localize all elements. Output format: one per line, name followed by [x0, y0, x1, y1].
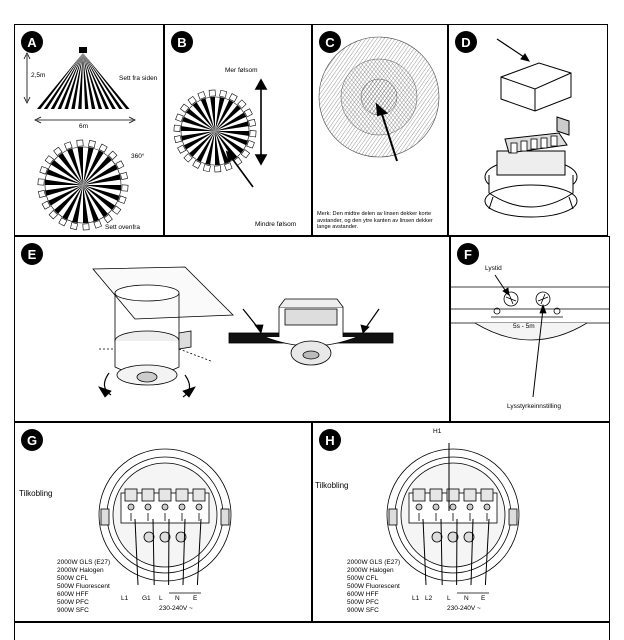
- panel-d: D: [448, 24, 608, 236]
- spec-item: 500W PFC: [347, 599, 379, 606]
- adjustment-diagram: [451, 274, 609, 398]
- panel-badge-b: B: [171, 31, 193, 53]
- light-time-label: Lystid: [485, 265, 502, 272]
- panel-c: C Merk: Den midtre delen av linsen dekke…: [312, 24, 448, 236]
- terminal-label: E: [481, 595, 486, 602]
- spec-item: 2000W GLS (E27): [57, 559, 111, 566]
- spec-item: 900W SFC: [347, 607, 379, 614]
- panel-f: F Lystid 5s - 5m Lysstyrkeinnstilling: [450, 236, 610, 422]
- spec-item: 500W Fluorescent: [347, 583, 400, 590]
- terminal-label: L: [159, 595, 163, 602]
- panel-empty-bottom: [14, 622, 610, 640]
- width-label: 6m: [79, 123, 89, 130]
- spec-item: 2000W Halogen: [347, 567, 394, 574]
- panel-badge-f: F: [457, 243, 479, 265]
- panel-e: E: [14, 236, 450, 422]
- spec-item: 500W Fluorescent: [57, 583, 110, 590]
- terminal-label: L1: [121, 595, 129, 602]
- angle-label: 360°: [131, 153, 145, 160]
- mounting-diagram: [92, 266, 394, 398]
- panel-g: G Tilkobling 2000W GLS (E27) 2000W Halog…: [14, 422, 312, 622]
- terminal-label: E: [193, 595, 198, 602]
- terminal-label: L1: [412, 595, 420, 602]
- wiring-diagram-h: [386, 443, 520, 594]
- height-label: 2,5m: [31, 72, 46, 79]
- side-view-label: Sett fra siden: [119, 75, 158, 82]
- lens-note: Merk: Den midtre delen av linsen dekker …: [317, 211, 433, 231]
- voltage-label: 230-240V ~: [447, 605, 481, 612]
- spec-item: 500W PFC: [57, 599, 89, 606]
- spec-item: 500W CFL: [347, 575, 379, 582]
- terminal-label: G1: [142, 595, 151, 602]
- side-view-detection-diagram: [23, 47, 136, 231]
- cover-removal-diagram: [484, 38, 578, 218]
- wiring-diagram-g: [98, 448, 232, 594]
- load-specs: 2000W GLS (E27) 2000W Halogen 500W CFL 5…: [347, 559, 400, 615]
- terminal-label: N: [464, 595, 469, 602]
- terminal-label: N: [175, 595, 180, 602]
- load-specs: 2000W GLS (E27) 2000W Halogen 500W CFL 5…: [57, 559, 110, 615]
- panel-a: A 2,5m Sett fra siden 6m 360° Sett ovenf…: [14, 24, 164, 236]
- spec-item: 900W SFC: [57, 607, 89, 614]
- panel-b: B Mer følsom Mindre følsom: [164, 24, 312, 236]
- terminal-label: L: [447, 595, 451, 602]
- panel-badge-c: C: [319, 31, 341, 53]
- panel-h: H Tilkobling H1 2000W GLS (E27) 2000W Ha…: [312, 422, 610, 622]
- top-view-label: Sett ovenfra: [105, 224, 141, 231]
- connection-title: Tilkobling: [19, 489, 53, 498]
- less-sensitive-label: Mindre følsom: [255, 221, 297, 228]
- panel-badge-g: G: [21, 429, 43, 451]
- spec-item: 600W HFF: [347, 591, 379, 598]
- terminal-label: L2: [425, 595, 433, 602]
- voltage-label: 230-240V ~: [159, 605, 193, 612]
- panel-badge-a: A: [21, 31, 43, 53]
- spec-item: 600W HFF: [57, 591, 89, 598]
- connection-title: Tilkobling: [315, 481, 349, 490]
- more-sensitive-label: Mer følsom: [225, 67, 258, 74]
- lens-diagram: [318, 36, 440, 162]
- top-terminal-label: H1: [433, 428, 442, 435]
- spec-item: 2000W Halogen: [57, 567, 104, 574]
- lux-setting-label: Lysstyrkeinnstilling: [507, 403, 561, 410]
- time-range-label: 5s - 5m: [513, 323, 535, 330]
- panel-badge-h: H: [319, 429, 341, 451]
- sensitivity-diagram: [173, 78, 268, 188]
- panel-badge-d: D: [455, 31, 477, 53]
- spec-item: 500W CFL: [57, 575, 89, 582]
- panel-badge-e: E: [21, 243, 43, 265]
- spec-item: 2000W GLS (E27): [347, 559, 401, 566]
